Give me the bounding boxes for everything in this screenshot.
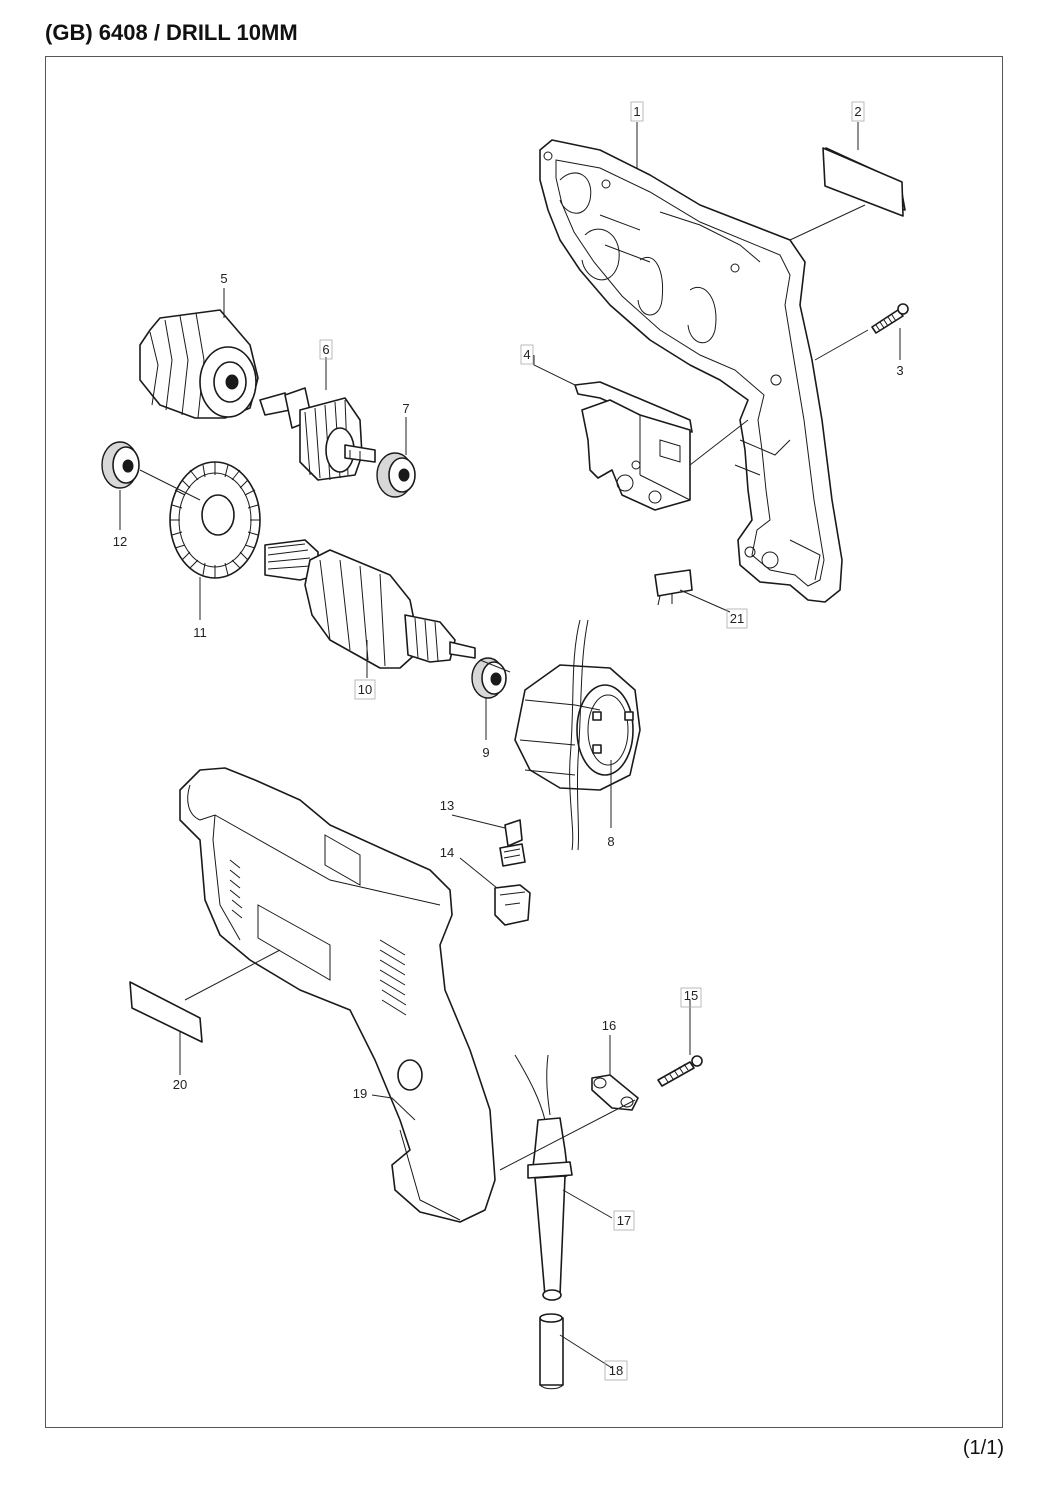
part-21-capacitor — [654, 569, 693, 606]
part-18-cord — [539, 1313, 564, 1390]
part-12-bearing — [101, 441, 140, 489]
callout-16: 16 — [602, 1018, 616, 1033]
callout-9: 9 — [482, 745, 489, 760]
part-17-strain-relief — [514, 1054, 573, 1301]
callout-1: 1 — [633, 104, 640, 119]
callout-12: 12 — [113, 534, 127, 549]
page-number: (1/1) — [962, 1437, 1004, 1459]
callout-3: 3 — [896, 363, 903, 378]
callout-labels: 1 2 3 4 5 6 7 8 9 10 11 12 13 14 15 16 1… — [113, 101, 904, 1381]
callout-10: 10 — [358, 682, 372, 697]
leader-lines — [119, 122, 901, 1369]
callout-21: 21 — [730, 611, 744, 626]
part-3-screw — [871, 303, 909, 334]
callout-6: 6 — [322, 342, 329, 357]
callout-2: 2 — [854, 104, 861, 119]
part-9-bearing — [471, 657, 507, 699]
callout-5: 5 — [220, 271, 227, 286]
part-5-chuck — [139, 309, 259, 419]
part-1-housing — [539, 139, 843, 603]
part-8-field — [514, 619, 641, 851]
part-6-spindle — [259, 387, 376, 481]
part-4-switch — [574, 381, 693, 511]
callout-20: 20 — [173, 1077, 187, 1092]
part-19-housing — [179, 767, 496, 1223]
diagram-frame — [45, 56, 1003, 1428]
callout-7: 7 — [402, 401, 409, 416]
part-15-screw — [657, 1055, 703, 1087]
callout-4: 4 — [523, 347, 530, 362]
part-20-label — [129, 981, 203, 1043]
callout-8: 8 — [607, 834, 614, 849]
callout-18: 18 — [609, 1363, 623, 1378]
callout-19: 19 — [353, 1086, 367, 1101]
part-16-cord-clamp — [591, 1074, 639, 1111]
page-title: (GB) 6408 / DRILL 10MM — [45, 20, 298, 45]
part-2-label-face — [822, 147, 904, 217]
part-7-bearing — [376, 452, 416, 498]
part-11-fan — [169, 461, 261, 579]
part-14-brush-holder — [494, 884, 531, 926]
callout-14: 14 — [440, 845, 454, 860]
callout-17: 17 — [617, 1213, 631, 1228]
callout-15: 15 — [684, 988, 698, 1003]
part-10-armature — [264, 539, 476, 669]
part-13-carbon-brush — [499, 819, 526, 867]
callout-13: 13 — [440, 798, 454, 813]
callout-11: 11 — [193, 625, 207, 640]
